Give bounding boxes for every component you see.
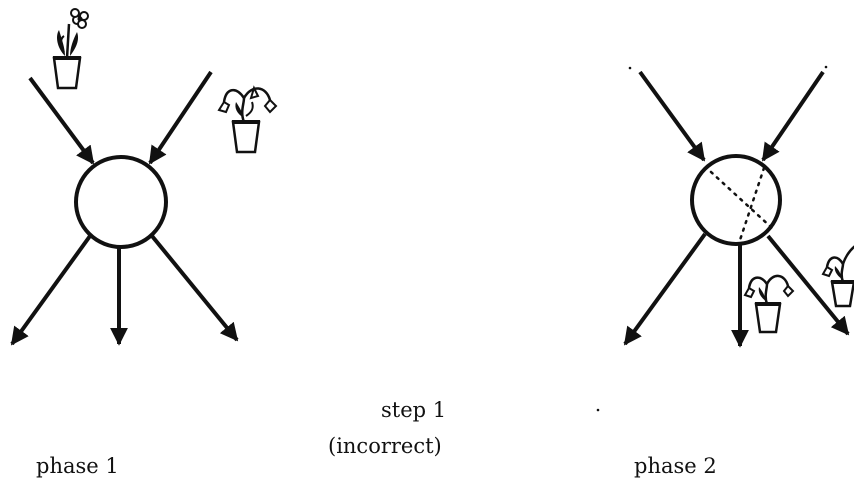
incorrect-label: (incorrect) [328,434,442,458]
phase-2-output-arrow-right [766,234,850,336]
phase-1-node-circle [74,155,168,249]
step-label: step 1 [381,398,447,422]
phase-2-input-arrow-left [638,70,706,162]
phase-1-input-arrow-left [28,76,95,165]
dotted-crossing-paths [709,166,774,242]
stray-dot [628,66,632,70]
wilted-flower-pot-icon [821,245,854,308]
wilted-flower-pot-icon [217,85,278,154]
phase-1-label: phase 1 [36,454,119,478]
stray-dot [596,408,600,412]
phase-1-diagram [10,8,278,346]
phase-2-input-arrow-right [761,70,825,162]
phase-1-output-arrow-right [150,234,239,342]
phase-2-label: phase 2 [634,454,717,478]
phase-1-output-arrow-left [10,234,92,346]
phase-1-input-arrow-right [148,70,213,165]
phase-2-output-arrow-left [623,232,707,346]
phase-2-diagram [596,65,854,412]
flower-pot-icon [52,8,89,90]
phase-2-node-circle [690,154,782,246]
stray-dot [824,65,828,69]
wilted-flower-pot-icon [743,274,795,334]
